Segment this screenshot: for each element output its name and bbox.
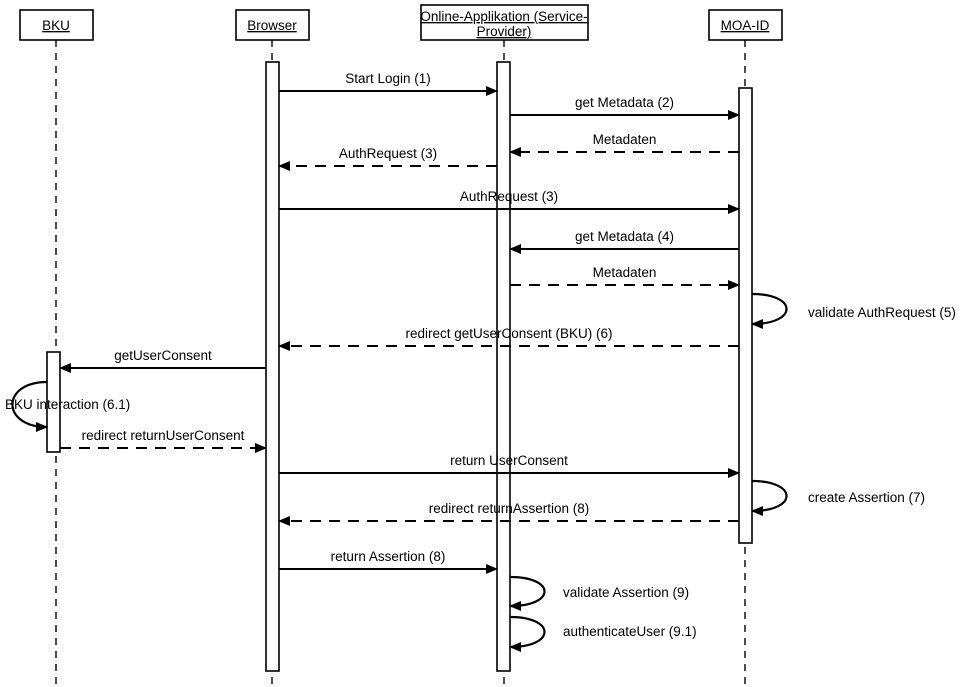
self-messages-layer: validate AuthRequest (5) BKU interaction … (5, 292, 956, 652)
message-13[interactable]: return Assertion (8) (279, 549, 498, 574)
participant-label-oa-line1: Online-Applikation (Service- (420, 9, 587, 24)
message-label-4: AuthRequest (3) (339, 146, 437, 161)
message-label-3: Metadaten (593, 132, 657, 147)
self-message-1[interactable]: validate AuthRequest (5) (751, 292, 956, 329)
self-message-label-3: create Assertion (7) (808, 490, 925, 505)
self-message-label-1: validate AuthRequest (5) (808, 305, 956, 320)
message-10[interactable]: redirect returnUserConsent (60, 428, 267, 453)
message-7[interactable]: Metadaten (510, 265, 740, 290)
message-1[interactable]: Start Login (1) (279, 71, 498, 96)
messages-layer: Start Login (1) get Metadata (2) Metadaten… (59, 71, 740, 574)
participant-header-oa[interactable]: Online-Applikation (Service-Provider) (420, 4, 589, 41)
participant-header-moaid[interactable]: MOA-ID (708, 9, 783, 41)
message-12[interactable]: redirect returnAssertion (8) (278, 501, 739, 526)
message-11[interactable]: return UserConsent (279, 453, 740, 478)
self-message-5[interactable]: authenticateUser (9.1) (509, 615, 697, 652)
message-label-1: Start Login (1) (345, 71, 431, 86)
message-2[interactable]: get Metadata (2) (510, 95, 740, 120)
self-message-label-4: validate Assertion (9) (563, 585, 689, 600)
message-8[interactable]: redirect getUserConsent (BKU) (6) (278, 326, 739, 351)
message-label-10: redirect returnUserConsent (82, 428, 245, 443)
participant-label-moaid: MOA-ID (721, 18, 770, 33)
message-5[interactable]: AuthRequest (3) (279, 189, 740, 214)
activation-bar-moaid[interactable] (738, 87, 753, 544)
participant-header-browser[interactable]: Browser (235, 9, 310, 41)
participant-box-bku (19, 9, 94, 41)
message-label-9: getUserConsent (114, 348, 212, 363)
self-message-arc-1 (751, 292, 788, 329)
participant-box-moaid (708, 9, 783, 41)
participant-label-bku: BKU (42, 18, 70, 33)
self-message-3[interactable]: create Assertion (7) (751, 479, 925, 516)
participant-box-oa (420, 4, 589, 41)
message-label-5: AuthRequest (3) (460, 189, 558, 204)
participant-header-bku[interactable]: BKU (19, 9, 94, 41)
self-message-arc-4 (509, 575, 546, 611)
message-label-11: return UserConsent (450, 453, 568, 468)
activation-bar-browser[interactable] (265, 61, 280, 672)
activation-bar-bku[interactable] (46, 351, 61, 453)
participant-label-browser: Browser (247, 18, 297, 33)
self-message-2[interactable]: BKU interaction (6.1) (5, 380, 130, 432)
message-3[interactable]: Metadaten (509, 132, 739, 157)
self-message-arc-3 (751, 479, 788, 516)
message-4[interactable]: AuthRequest (3) (278, 146, 497, 171)
message-6[interactable]: get Metadata (4) (509, 229, 739, 254)
message-label-12: redirect returnAssertion (8) (429, 501, 590, 516)
message-9[interactable]: getUserConsent (59, 348, 266, 373)
self-message-arc-5 (509, 615, 546, 652)
participant-box-browser (235, 9, 310, 41)
self-message-4[interactable]: validate Assertion (9) (509, 575, 689, 611)
activation-bar-oa[interactable] (496, 61, 511, 672)
message-label-7: Metadaten (593, 265, 657, 280)
message-label-8: redirect getUserConsent (BKU) (6) (405, 326, 612, 341)
self-message-label-5: authenticateUser (9.1) (563, 624, 697, 639)
message-label-13: return Assertion (8) (331, 549, 446, 564)
activations-layer (46, 61, 753, 672)
participant-headers-layer: BKU Browser Online-Applikation (Service-Pr… (19, 4, 783, 41)
message-label-2: get Metadata (2) (575, 95, 674, 110)
message-label-6: get Metadata (4) (575, 229, 674, 244)
self-message-label-2: BKU interaction (6.1) (5, 397, 130, 412)
self-message-arc-2 (11, 380, 48, 432)
participant-label-oa-line2: Provider) (477, 24, 532, 39)
